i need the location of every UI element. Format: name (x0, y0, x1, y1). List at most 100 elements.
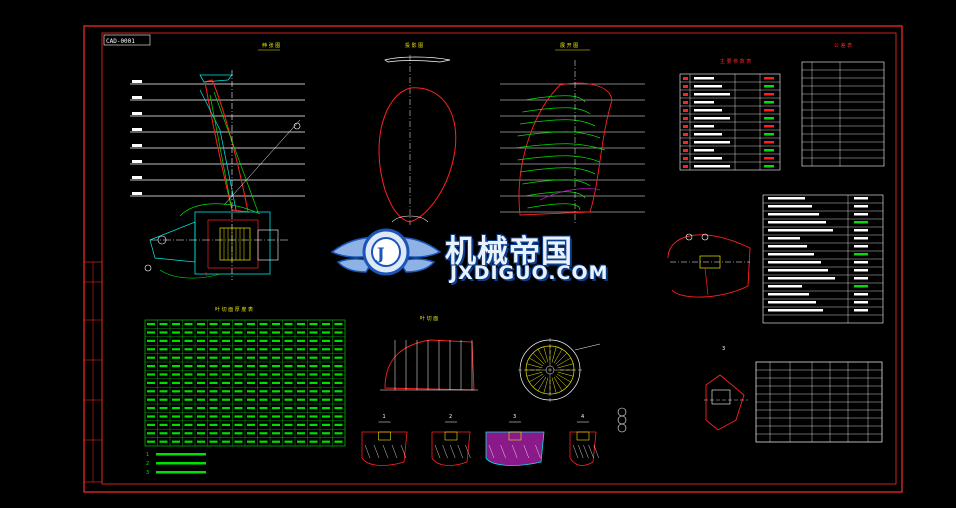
table-index-mark (683, 93, 688, 96)
thickness-cell-mark (209, 381, 218, 384)
thickness-cell-mark (147, 331, 155, 334)
reference-circles (617, 407, 627, 433)
thickness-cell-mark (259, 348, 268, 351)
expanded-section-curve (514, 143, 606, 151)
section-cut-keyway (576, 431, 590, 441)
thickness-cell-mark (184, 423, 193, 426)
section-hatch-line (450, 444, 456, 459)
thickness-cell-mark (284, 415, 293, 418)
thickness-cell-mark (222, 348, 230, 351)
thickness-cell-mark (309, 407, 318, 410)
thickness-cell-mark (172, 348, 180, 351)
thickness-cell-mark (259, 440, 268, 443)
section-hatch-line (535, 444, 541, 459)
thickness-cell-mark (222, 381, 230, 384)
table-text-mark (768, 197, 805, 200)
section-hatch-line (578, 444, 584, 459)
hub-spoke (556, 357, 571, 367)
thickness-cell-mark (297, 407, 305, 410)
legend-number: 3 (146, 470, 149, 476)
thickness-cell-mark (322, 398, 330, 401)
thickness-cell-mark (147, 390, 155, 393)
thickness-cell-mark (172, 331, 180, 334)
table-text-mark (768, 213, 819, 216)
section-hatch-line (400, 444, 407, 459)
thickness-cell-mark (272, 407, 280, 410)
hub-spoke (557, 371, 574, 377)
outer-frame (83, 25, 903, 493)
thickness-cell-mark (197, 381, 205, 384)
thickness-cell-mark (197, 423, 205, 426)
hub-spoke (529, 357, 544, 367)
thickness-cell-mark (197, 323, 205, 326)
thickness-cell-mark (172, 432, 180, 435)
table-index-mark (683, 165, 688, 168)
thickness-table-title: 叶 切 面 厚 度 表 (215, 306, 253, 313)
hub-spoke (556, 373, 571, 383)
thickness-cell-mark (247, 423, 255, 426)
thickness-cell-mark (184, 331, 193, 334)
blade-expanded-view: 展 开 图 (500, 43, 645, 225)
thickness-cell-mark (272, 398, 280, 401)
thickness-cell-mark (209, 398, 218, 401)
table-text-mark (768, 237, 800, 240)
thickness-cell-mark (159, 407, 168, 410)
thickness-cell-mark (322, 373, 330, 376)
table-text-mark (694, 77, 714, 80)
thickness-cell-mark (172, 390, 180, 393)
table-text-mark (768, 293, 809, 296)
section-cut-keyway (508, 431, 522, 441)
thickness-cell-mark (247, 348, 255, 351)
thickness-cell-mark (297, 423, 305, 426)
thickness-cell-mark (197, 398, 205, 401)
table-text-mark (694, 157, 722, 160)
hub-spoke (526, 371, 543, 377)
thickness-cell-mark (184, 348, 193, 351)
thickness-cell-mark (284, 440, 293, 443)
section-hatch-line (457, 444, 463, 459)
thickness-cell-mark (247, 323, 255, 326)
thickness-cell-mark (197, 407, 205, 410)
thickness-cell-mark (322, 381, 330, 384)
table-value-mark (854, 253, 868, 256)
table-value-mark (764, 117, 774, 120)
table-text-mark (694, 125, 714, 128)
section-cut: 1 (361, 414, 408, 466)
thickness-cell-mark (197, 348, 205, 351)
hub-spoke (532, 352, 545, 365)
thickness-cell-mark (259, 407, 268, 410)
thickness-cell-mark (209, 432, 218, 435)
thickness-cell-mark (209, 407, 218, 410)
thickness-cell-mark (234, 373, 243, 376)
thickness-cell-mark (209, 356, 218, 359)
radius-tag (132, 80, 142, 83)
section-hatch-line (593, 444, 599, 459)
section-hatch-line (442, 444, 448, 459)
table-index-mark (683, 125, 688, 128)
table-text-mark (768, 221, 826, 224)
table-value-mark (764, 125, 774, 128)
section-cut-label: 2 (449, 414, 452, 420)
section-cut-keyway (378, 431, 391, 441)
legend-number: 1 (146, 452, 149, 458)
thickness-cell-mark (197, 339, 205, 342)
table-value-mark (764, 101, 774, 104)
section-cut-label: 3 (513, 414, 516, 420)
thickness-cell-mark (184, 356, 193, 359)
table-index-mark (683, 157, 688, 160)
expanded-section-curve (517, 155, 601, 163)
table-index-mark (683, 101, 688, 104)
thickness-cell-mark (284, 398, 293, 401)
thickness-cell-mark (297, 381, 305, 384)
thickness-cell-mark (334, 356, 343, 359)
hub-spoke (551, 377, 557, 394)
thickness-cell-mark (284, 423, 293, 426)
table-value-mark (854, 277, 868, 280)
section-cut-outline (361, 431, 408, 466)
section-hatch-line (465, 444, 471, 459)
thickness-cell-mark (222, 398, 230, 401)
thickness-cell-mark (247, 407, 255, 410)
thickness-cell-mark (184, 373, 193, 376)
thickness-cell-mark (222, 356, 230, 359)
thickness-cell-mark (259, 365, 268, 368)
